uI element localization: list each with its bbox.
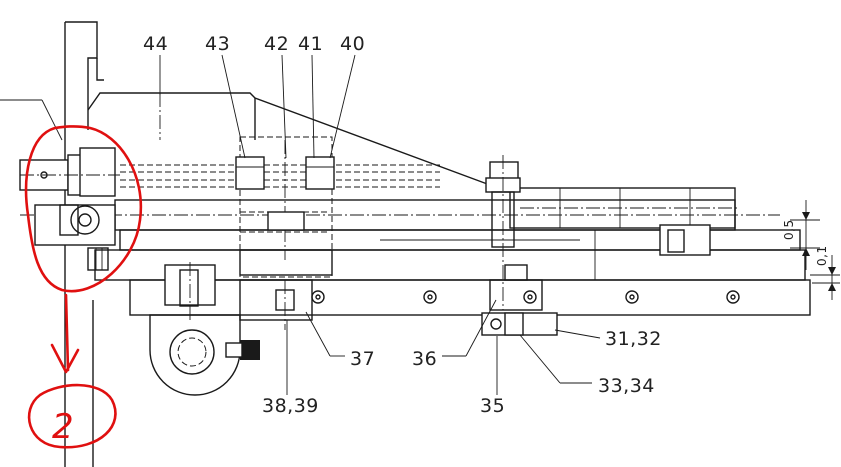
callout-36: 36 [412,348,437,370]
bearing-block [235,136,335,278]
handwritten-number: 2 [52,407,74,447]
callout-40: 40 [340,33,365,55]
lower-housing [149,262,260,396]
upper-arm [87,92,491,188]
leader-lines [159,54,601,395]
left-frame [0,21,104,467]
right-post [485,155,543,311]
callout-43: 43 [205,33,230,55]
callout-33-34: 33,34 [598,375,655,397]
right-clamp [481,224,711,336]
main-beams [20,187,806,281]
callout-41: 41 [298,33,323,55]
dimension-0-1: 0,1 [815,245,829,266]
left-hub [19,147,120,271]
callout-37: 37 [350,348,375,370]
lower-middle-blocks [239,279,313,330]
dimension-0-5: 0,5 [782,219,796,240]
callout-31-32: 31,32 [605,328,662,350]
red-circle-mark [24,125,143,293]
callout-labels: 44 43 42 41 40 37 36 38,39 35 31,32 33,3… [143,33,829,417]
red-annotation: 2 [24,125,143,449]
callout-44: 44 [143,33,168,55]
callout-38-39: 38,39 [262,395,319,417]
dimension-marks [790,200,840,300]
callout-42: 42 [264,33,289,55]
red-circled-number [27,383,117,449]
callout-35: 35 [480,395,505,417]
red-arrow-mark [50,293,80,374]
lower-rail [129,279,811,316]
